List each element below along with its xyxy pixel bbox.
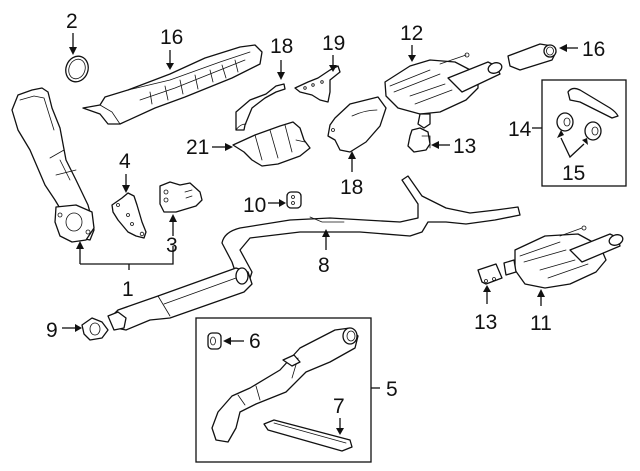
callout-13-upper: 13 (453, 135, 476, 158)
part-1-exhaust-manifold[interactable] (11, 87, 95, 243)
arrow-15a (557, 130, 564, 138)
arrow-18 (348, 151, 356, 159)
part-15-insulator-a[interactable] (556, 112, 574, 132)
callout-9: 9 (46, 319, 58, 342)
part-6-hanger-insulator[interactable] (207, 332, 222, 350)
callout-13-lower: 13 (474, 311, 497, 334)
part-9-flange-gasket[interactable] (81, 317, 109, 341)
callout-15: 15 (562, 162, 585, 185)
arrow-21 (225, 143, 233, 151)
arrow-15b (582, 138, 588, 145)
part-21-heat-shield[interactable] (232, 121, 311, 167)
callout-19: 18 (270, 35, 293, 58)
converter-kit-box (195, 317, 372, 463)
callout-7: 7 (333, 395, 345, 418)
resonator-pipe[interactable] (107, 267, 253, 331)
arrow-13-upper (431, 141, 439, 149)
hanger-kit-box (541, 79, 627, 187)
part-17-heat-shield[interactable] (82, 44, 263, 125)
arrow-4 (122, 185, 130, 193)
callout-12: 12 (400, 22, 423, 45)
arrow-7 (336, 428, 344, 435)
part-19-heat-shield[interactable] (235, 83, 286, 131)
part-5-converter-pipe[interactable] (211, 327, 359, 443)
part-13-clamp-upper[interactable] (407, 127, 431, 153)
arrow-2 (69, 47, 77, 55)
part-3-bracket[interactable] (159, 181, 203, 213)
callout-21: 21 (186, 136, 209, 159)
arrow-12 (408, 55, 416, 62)
arrow-6 (223, 337, 231, 345)
part-13-clamp-lower[interactable] (477, 263, 503, 285)
part-12-muffler[interactable] (384, 52, 503, 129)
arrow-3 (169, 214, 177, 222)
arrow-9 (75, 324, 82, 332)
callout-2: 2 (66, 10, 78, 33)
arrow-19 (277, 72, 285, 80)
callout-14: 14 (508, 118, 532, 141)
callout-6: 6 (249, 330, 261, 353)
arrow-20 (329, 65, 337, 72)
leader-1-bracket (80, 246, 174, 265)
callout-5: 5 (386, 378, 398, 401)
arrow-10 (279, 199, 286, 207)
callout-8: 8 (318, 254, 330, 277)
part-15-insulator-b[interactable] (584, 121, 602, 141)
arrow-11 (537, 289, 545, 297)
arrow-16 (559, 44, 567, 52)
part-2-gasket-ring[interactable] (62, 53, 92, 85)
part-4-bracket[interactable] (111, 192, 147, 239)
arrow-8 (322, 229, 330, 237)
callout-4: 4 (119, 150, 131, 173)
callout-17: 16 (160, 26, 183, 49)
callout-20: 19 (322, 32, 345, 55)
callout-1: 1 (122, 278, 134, 301)
arrow-13-lower (483, 285, 491, 292)
arrow-1 (76, 241, 84, 249)
part-16-tailpipe-tip[interactable] (507, 43, 557, 71)
callout-3: 3 (166, 234, 178, 257)
leader-15 (560, 137, 585, 159)
callout-18: 18 (340, 176, 363, 199)
callout-16: 16 (582, 38, 605, 61)
part-20-heat-shield[interactable] (294, 65, 341, 103)
part-7-heat-shield[interactable] (263, 419, 353, 452)
part-11-muffler[interactable] (503, 225, 624, 289)
part-10-hanger-insulator[interactable] (286, 191, 302, 209)
part-14-hanger-kit[interactable] (556, 87, 619, 141)
part-18-heat-shield[interactable] (327, 96, 387, 153)
part-8-intermediate-pipe[interactable] (221, 175, 521, 285)
callout-11: 11 (530, 312, 552, 335)
arrow-17 (166, 63, 174, 70)
callout-10: 10 (243, 194, 266, 217)
